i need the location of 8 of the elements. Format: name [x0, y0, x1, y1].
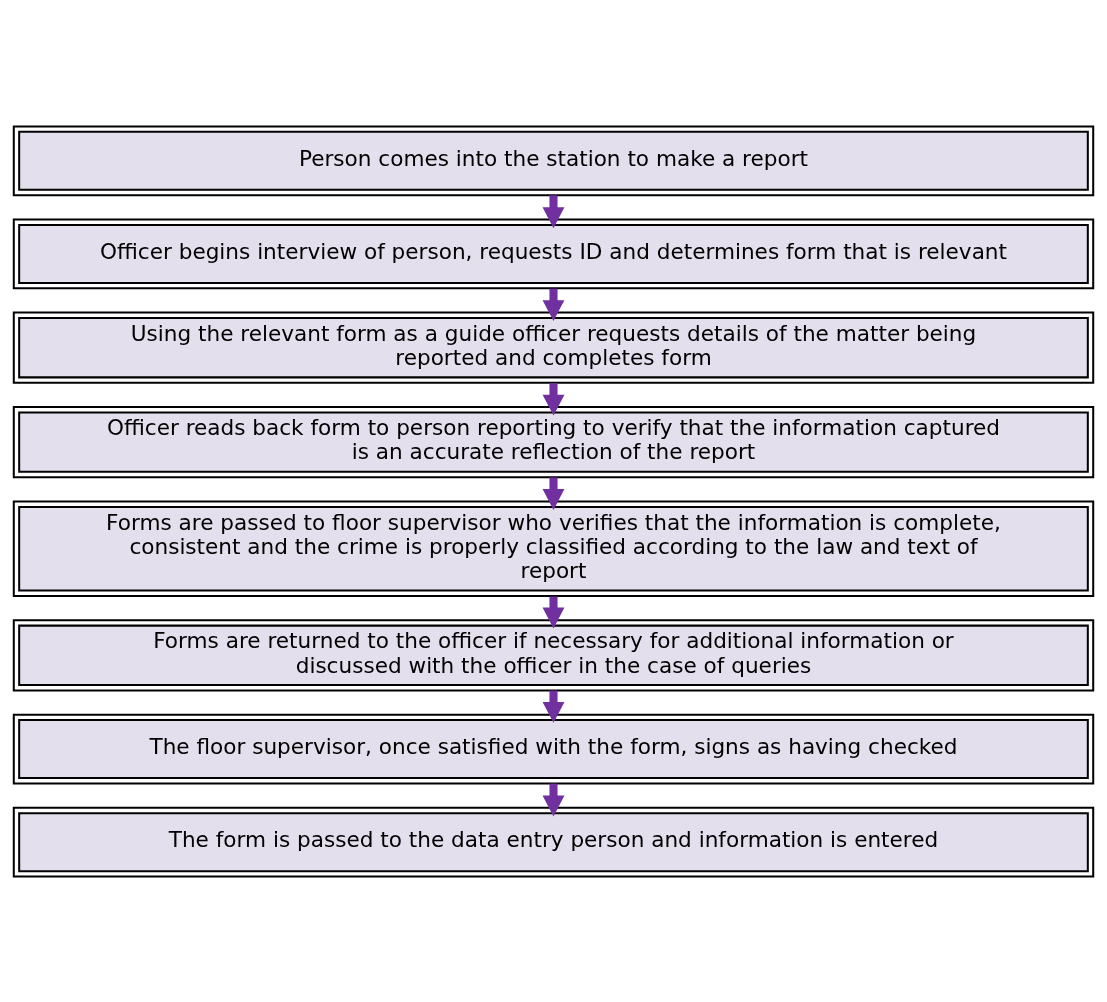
node-box: Using the relevant form as a guide officer requests details of the matter being reported and completes form [12, 311, 1095, 384]
node-box: Officer reads back form to person reporting to verify that the information captured is an accurate reflection of the report [12, 405, 1095, 478]
node-box: Forms are returned to the officer if necessary for additional information or discussed with the officer in the case of queries [12, 618, 1095, 691]
node-box: The form is passed to the data entry person and information is entered [12, 806, 1095, 878]
node-box: The floor supervisor, once satisfied with the form, signs as having checked [12, 713, 1095, 784]
node-box: Person comes into the station to make a report [12, 124, 1095, 196]
node-box: Officer begins interview of person, requests ID and determines form that is relevant [12, 218, 1095, 289]
node-box: Forms are passed to floor supervisor who verifies that the information is complete, consistent and the crime is properly classified according to the law and text of report [12, 500, 1095, 597]
